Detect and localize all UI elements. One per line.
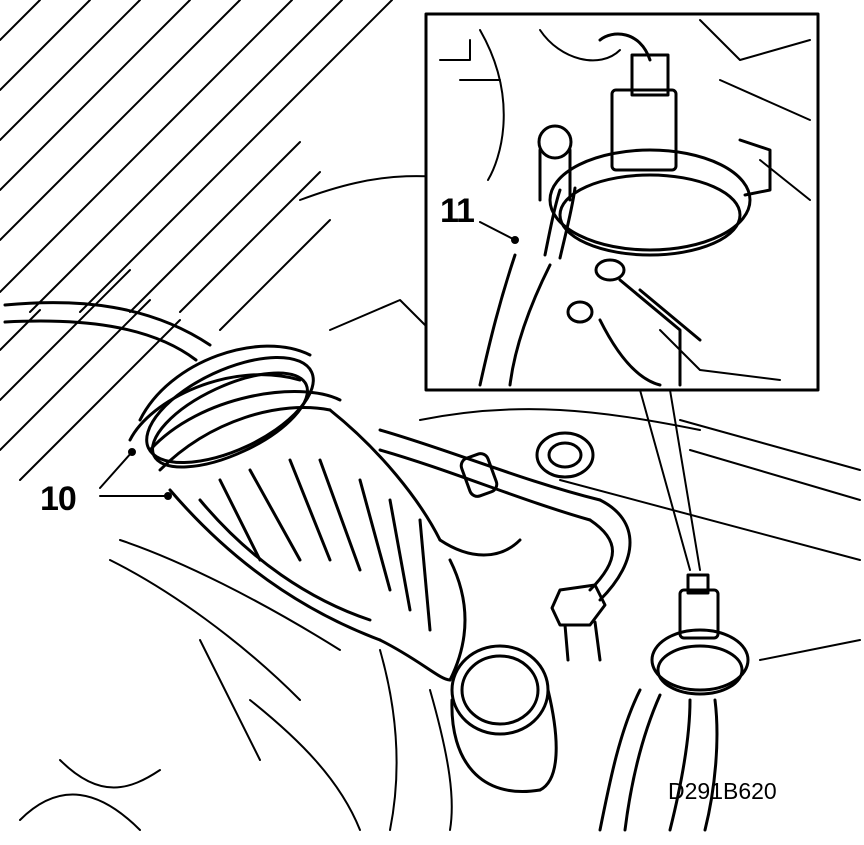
callout-11-label: 11 <box>440 192 475 230</box>
intake-hose <box>130 336 520 680</box>
drawing-code-label: D291B620 <box>668 778 777 804</box>
hatched-panel <box>0 0 392 480</box>
fuel-line <box>380 430 630 660</box>
engine-outlines <box>20 176 860 830</box>
inset-detail <box>426 14 818 390</box>
inset-pointer <box>640 390 700 570</box>
cable <box>5 303 210 360</box>
outlet-pipe <box>452 646 556 792</box>
sensor-assembly <box>600 575 748 830</box>
leader-lines-10 <box>100 449 171 499</box>
callout-10-label: 10 <box>40 480 77 518</box>
